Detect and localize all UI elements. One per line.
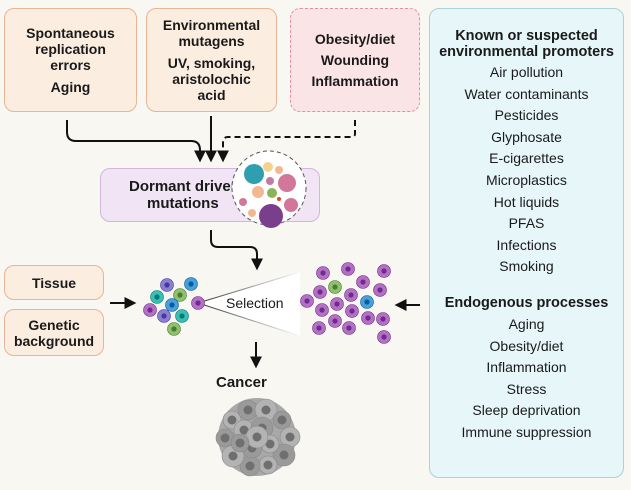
- cell-icon: [344, 288, 358, 302]
- env-promoter-item: Pesticides: [494, 107, 559, 124]
- env-promoter-item: Water contaminants: [464, 85, 589, 102]
- spontaneous-line: replication: [35, 41, 106, 57]
- cancer-label: Cancer: [216, 374, 267, 391]
- env-promoters-heading: Known or suspected: [455, 28, 598, 44]
- spontaneous-sub: Aging: [50, 79, 91, 95]
- cell-icon: [330, 297, 344, 311]
- spontaneous-line: errors: [50, 57, 91, 73]
- cell-icon: [165, 298, 179, 312]
- cell-icon: [184, 277, 198, 291]
- heterogeneous-cells-cluster: [143, 277, 205, 336]
- cell-icon: [173, 288, 187, 302]
- endogenous-heading: Endogenous processes: [444, 294, 609, 311]
- selected-cells-cluster: [300, 262, 391, 344]
- cell-icon: [376, 312, 390, 326]
- tissue-label: Tissue: [31, 274, 77, 291]
- cell-icon: [150, 290, 164, 304]
- promoting-item: Inflammation: [311, 72, 399, 89]
- tumor-icon: [215, 398, 301, 477]
- cell-icon: [160, 278, 174, 292]
- env-sub-line: acid: [197, 87, 226, 103]
- spontaneous-errors-box: Spontaneous replication errors Aging: [4, 8, 137, 112]
- selection-cone: [198, 272, 300, 336]
- cell-icon: [313, 285, 327, 299]
- cell-icon: [316, 266, 330, 280]
- cell-icon: [341, 262, 355, 276]
- cell-icon: [328, 314, 342, 328]
- cell-icon: [377, 330, 391, 344]
- cell-icon: [361, 311, 375, 325]
- env-promoter-item: Hot liquids: [493, 193, 560, 210]
- endogenous-item: Inflammation: [486, 359, 567, 376]
- cell-icon: [312, 321, 326, 335]
- cell-icon: [143, 303, 157, 317]
- endogenous-item: Stress: [506, 380, 547, 397]
- env-sub-line: UV, smoking,: [167, 55, 256, 71]
- cell-icon: [373, 283, 387, 297]
- env-line: Environmental: [162, 17, 261, 33]
- mutations-bubble-icon: [231, 150, 307, 228]
- promoting-item: Wounding: [320, 51, 390, 68]
- endogenous-item: Obesity/diet: [489, 337, 564, 354]
- env-promoters-heading: environmental promoters: [439, 44, 614, 60]
- promoters-panel: Known or suspected environmental promote…: [429, 8, 624, 478]
- endogenous-item: Immune suppression: [461, 423, 592, 440]
- genetic-background-box: Genetic background: [4, 309, 104, 356]
- cell-icon: [360, 295, 374, 309]
- promoting-factors-box: Obesity/diet Wounding Inflammation: [290, 8, 420, 112]
- arrow-promoting-dashed: [217, 120, 356, 163]
- cell-icon: [300, 294, 314, 308]
- cell-icon: [345, 304, 359, 318]
- selection-label: Selection: [226, 295, 284, 311]
- env-promoter-item: Smoking: [499, 258, 554, 275]
- cell-icon: [167, 322, 181, 336]
- cell-icon: [157, 309, 171, 323]
- env-promoter-item: Microplastics: [486, 171, 567, 188]
- arrow-spontaneous: [66, 120, 206, 163]
- cell-icon: [377, 264, 391, 278]
- cell-icon: [175, 309, 189, 323]
- env-promoter-item: Infections: [496, 236, 557, 253]
- env-promoter-item: Glyphosate: [491, 128, 562, 145]
- genetic-line: background: [13, 332, 95, 349]
- env-promoter-item: Air pollution: [489, 64, 564, 80]
- environmental-mutagens-box: Environmental mutagens UV, smoking, aris…: [146, 8, 277, 112]
- promoting-item: Obesity/diet: [314, 30, 396, 47]
- cell-icon: [342, 321, 356, 335]
- cell-icon: [191, 296, 205, 310]
- env-promoter-item: PFAS: [508, 215, 545, 232]
- dormant-line: Dormant driver: [129, 178, 237, 195]
- env-line: mutagens: [178, 33, 245, 49]
- cell-icon: [356, 275, 370, 289]
- tissue-box: Tissue: [4, 265, 104, 300]
- genetic-line: Genetic: [28, 316, 80, 333]
- arrow-dormant-to-selection: [210, 230, 263, 271]
- env-sub-line: aristolochic: [172, 71, 251, 87]
- spontaneous-line: Spontaneous: [26, 25, 115, 41]
- env-promoter-item: E-cigarettes: [489, 150, 564, 167]
- endogenous-item: Sleep deprivation: [472, 402, 581, 419]
- cell-icon: [315, 303, 329, 317]
- dormant-line: mutations: [147, 195, 219, 212]
- endogenous-item: Aging: [508, 315, 545, 332]
- cell-icon: [328, 280, 342, 294]
